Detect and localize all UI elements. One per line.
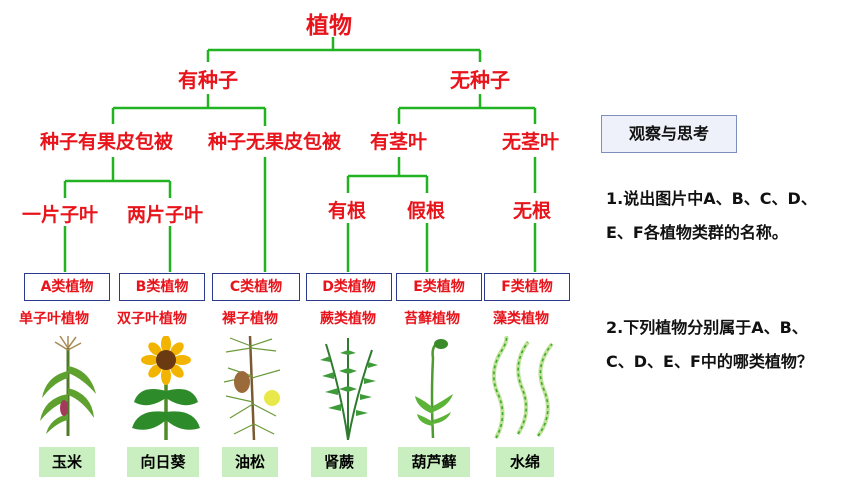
- plant-label-sunflower: 向日葵: [127, 447, 199, 477]
- plant-label-pine: 油松: [222, 447, 278, 477]
- spirogyra-plant-image: [491, 336, 554, 439]
- plant-label-corn: 玉米: [39, 447, 95, 477]
- node-seed-naked: 种子无果皮包被: [208, 131, 342, 153]
- root-node: 植物: [306, 13, 352, 39]
- class-box-e: E类植物: [396, 273, 482, 301]
- class-name-a: 单子叶植物: [19, 311, 89, 327]
- node-has-stem-leaf: 有茎叶: [370, 131, 428, 153]
- plant-label-fern: 肾蕨: [311, 447, 367, 477]
- sunflower-plant-image: [132, 336, 200, 440]
- fern-plant-image: [320, 338, 378, 440]
- class-box-a: A类植物: [24, 273, 110, 301]
- observe-think-title: 观察与思考: [601, 115, 737, 153]
- node-seed-covered: 种子有果皮包被: [40, 131, 174, 153]
- node-has-seed: 有种子: [178, 68, 238, 92]
- class-name-e: 苔藓植物: [404, 311, 460, 327]
- node-no-root: 无根: [513, 200, 552, 222]
- question-1: 1.说出图片中A、B、C、D、E、F各植物类群的名称。: [606, 189, 817, 242]
- class-name-b: 双子叶植物: [117, 311, 187, 327]
- class-box-d: D类植物: [306, 273, 392, 301]
- class-name-f: 藻类植物: [493, 311, 549, 327]
- node-has-root: 有根: [328, 200, 367, 222]
- class-box-c: C类植物: [212, 273, 300, 301]
- corn-plant-image: [40, 336, 96, 436]
- node-two-cotyledon: 两片子叶: [127, 204, 204, 226]
- node-one-cotyledon: 一片子叶: [22, 204, 99, 226]
- node-no-seed: 无种子: [450, 68, 510, 92]
- class-name-d: 蕨类植物: [320, 311, 376, 327]
- class-box-f: F类植物: [484, 273, 570, 301]
- moss-plant-image: [415, 339, 453, 439]
- node-no-stem-leaf: 无茎叶: [502, 131, 560, 153]
- question-2: 2.下列植物分别属于A、B、C、D、E、F中的哪类植物？: [606, 318, 813, 371]
- class-box-b: B类植物: [119, 273, 205, 301]
- pine-plant-image: [223, 336, 281, 440]
- class-name-c: 裸子植物: [222, 311, 278, 327]
- plant-label-moss: 葫芦藓: [398, 447, 470, 477]
- node-false-root: 假根: [407, 200, 446, 222]
- plant-label-spirogyra: 水绵: [496, 447, 554, 477]
